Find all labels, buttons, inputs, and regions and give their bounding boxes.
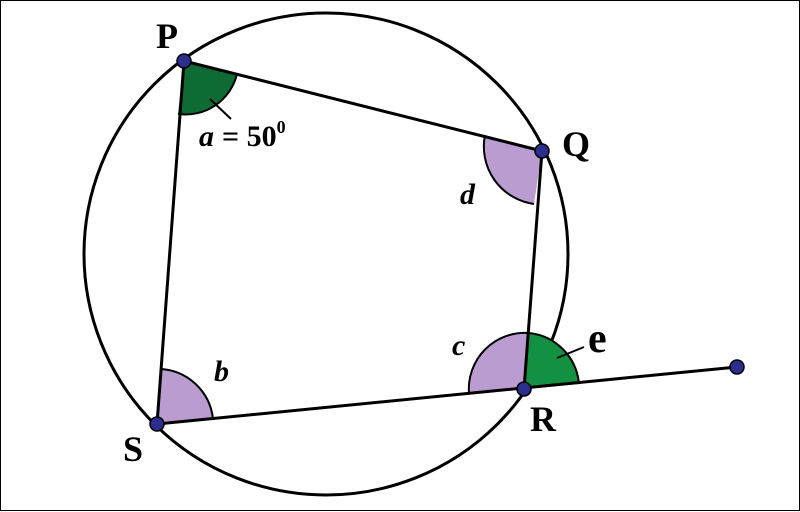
point-extension-end — [729, 359, 745, 375]
label-s: S — [123, 429, 143, 469]
label-q: Q — [562, 124, 590, 164]
angle-c-sector — [468, 332, 529, 393]
angle-e-sector — [524, 333, 579, 389]
point-q — [534, 143, 550, 159]
angle-e-leader — [556, 346, 585, 359]
circumcircle-shape — [82, 11, 570, 497]
angle-a-arc — [177, 73, 238, 116]
label-angle-e: e — [588, 316, 607, 362]
label-r: R — [530, 399, 557, 439]
label-p: P — [156, 16, 178, 56]
angle-a-leader — [209, 98, 232, 120]
angle-c-arc — [467, 331, 530, 394]
angle-a-value: = 50 — [222, 120, 277, 153]
label-angle-c: c — [452, 329, 465, 362]
point-s — [149, 416, 165, 432]
angle-d-sector — [483, 135, 542, 204]
angle-a-letter: a — [199, 120, 214, 153]
point-p — [176, 53, 192, 69]
label-angle-d: d — [460, 178, 476, 211]
angle-b-arc — [160, 368, 214, 420]
label-angle-a: a= 500 — [199, 117, 286, 153]
angle-a-sector — [178, 61, 237, 115]
angle-b-sector — [157, 369, 213, 424]
side-sp — [155, 60, 186, 425]
angle-e-arc — [528, 332, 580, 385]
side-rs-extended — [156, 365, 738, 426]
angle-d-arc — [482, 134, 535, 205]
point-r — [516, 381, 532, 397]
side-pq — [183, 59, 543, 153]
angle-a-degree: 0 — [277, 117, 286, 137]
side-qr — [522, 150, 544, 390]
label-angle-b: b — [214, 355, 229, 388]
